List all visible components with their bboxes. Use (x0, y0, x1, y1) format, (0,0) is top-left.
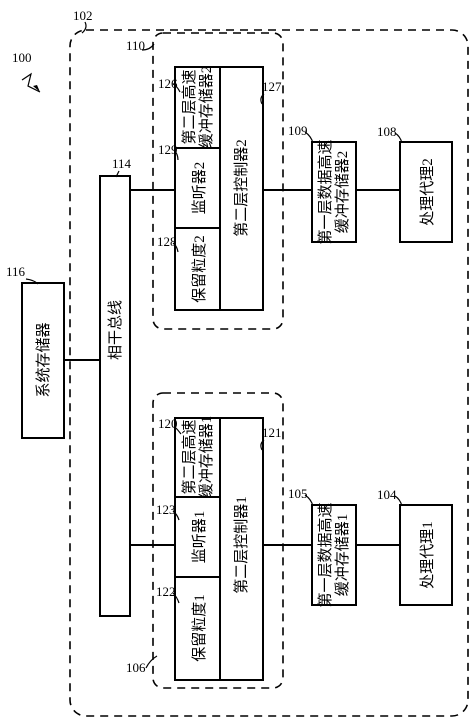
l2-cache1-label-a: 第二层高速 (180, 419, 198, 494)
granule1-ref-leader (172, 592, 180, 604)
l1-cache2-ref-label: 109 (288, 123, 308, 138)
l2-controller2-label: 第二层控制器2 (232, 139, 250, 237)
l1-cache2-label-b: 缓冲存储器2 (334, 151, 351, 234)
system-memory-ref-leader (25, 278, 39, 285)
granule2-ref-label: 128 (157, 234, 177, 249)
agent2-ref-leader (394, 132, 403, 144)
granule1-label: 保留粒度1 (191, 594, 208, 662)
l2-cache2-ref-label: 126 (158, 76, 178, 91)
l1-cache2-ref-leader (304, 131, 314, 144)
system-boundary (69, 29, 469, 717)
system-memory-label: 系统存储器 (35, 322, 52, 397)
agent1-box (399, 504, 453, 606)
system-ref-leader (81, 21, 87, 34)
agent1-label: 处理代理1 (419, 521, 436, 589)
system-memory-box (21, 282, 65, 439)
l2-cache1-ref-leader (173, 425, 182, 435)
agent2-box (399, 141, 453, 243)
l2-controller2-ref-leader (260, 93, 265, 105)
figure-ref-label: 100 (12, 50, 32, 65)
l1-cache1-label-b: 缓冲存储器1 (334, 514, 351, 597)
bus-ref-label: 114 (112, 156, 132, 171)
group2-ref-leader (141, 43, 155, 51)
figure-ref-arrowhead (33, 85, 40, 92)
snooper1-label: 监听器1 (191, 511, 208, 564)
l1-cache1-ref-label: 105 (288, 486, 308, 501)
l2-cache2-ref-leader (172, 83, 181, 93)
l1-cache1-ref-leader (304, 494, 314, 507)
system-memory-ref-label: 116 (6, 264, 26, 279)
group1-ref-label: 106 (126, 660, 146, 675)
bus-ref-leader (115, 170, 120, 178)
granule2-ref-leader (172, 242, 179, 253)
l2-cache2-label-b: 缓冲存储器2 (198, 66, 215, 149)
l1-cache1-label-a: 第一层数据高速 (316, 502, 334, 607)
snooper1-ref-label: 123 (156, 502, 176, 517)
group2-ref-label: 110 (126, 38, 145, 53)
l2-controller1-ref-label: 121 (262, 425, 282, 440)
l2-controller1-ref-leader (260, 439, 265, 451)
coherent-bus-box (99, 175, 131, 617)
l1-cache2-label-a: 第一层数据高速 (316, 139, 334, 244)
agent1-ref-label: 104 (377, 487, 397, 502)
l2-cache1-ref-label: 120 (158, 416, 178, 431)
agent1-ref-leader (394, 495, 403, 507)
granule1-ref-label: 122 (156, 584, 176, 599)
snooper2-ref-label: 129 (158, 142, 178, 157)
l2-cache2-label-a: 第二层高速 (180, 69, 198, 144)
granule2-label: 保留粒度2 (191, 235, 208, 303)
agent2-ref-label: 108 (377, 124, 397, 139)
l1-cache2-box (311, 141, 357, 243)
snooper2-label: 监听器2 (191, 162, 208, 215)
coherent-bus-label: 相干总线 (107, 300, 124, 360)
group1-ref-leader (145, 655, 158, 669)
l2-cache1-label-b: 缓冲存储器1 (198, 416, 215, 499)
system-ref-label: 102 (73, 8, 93, 23)
l2-controller1-label: 第二层控制器1 (232, 496, 250, 594)
agent2-label: 处理代理2 (419, 158, 436, 226)
figure-ref-arrow (21, 72, 41, 93)
snooper2-ref-leader (173, 149, 179, 161)
l1-cache1-box (311, 504, 357, 606)
snooper1-ref-leader (172, 510, 180, 521)
group1-boundary (152, 392, 284, 689)
l2-controller2-ref-label: 127 (262, 79, 282, 94)
